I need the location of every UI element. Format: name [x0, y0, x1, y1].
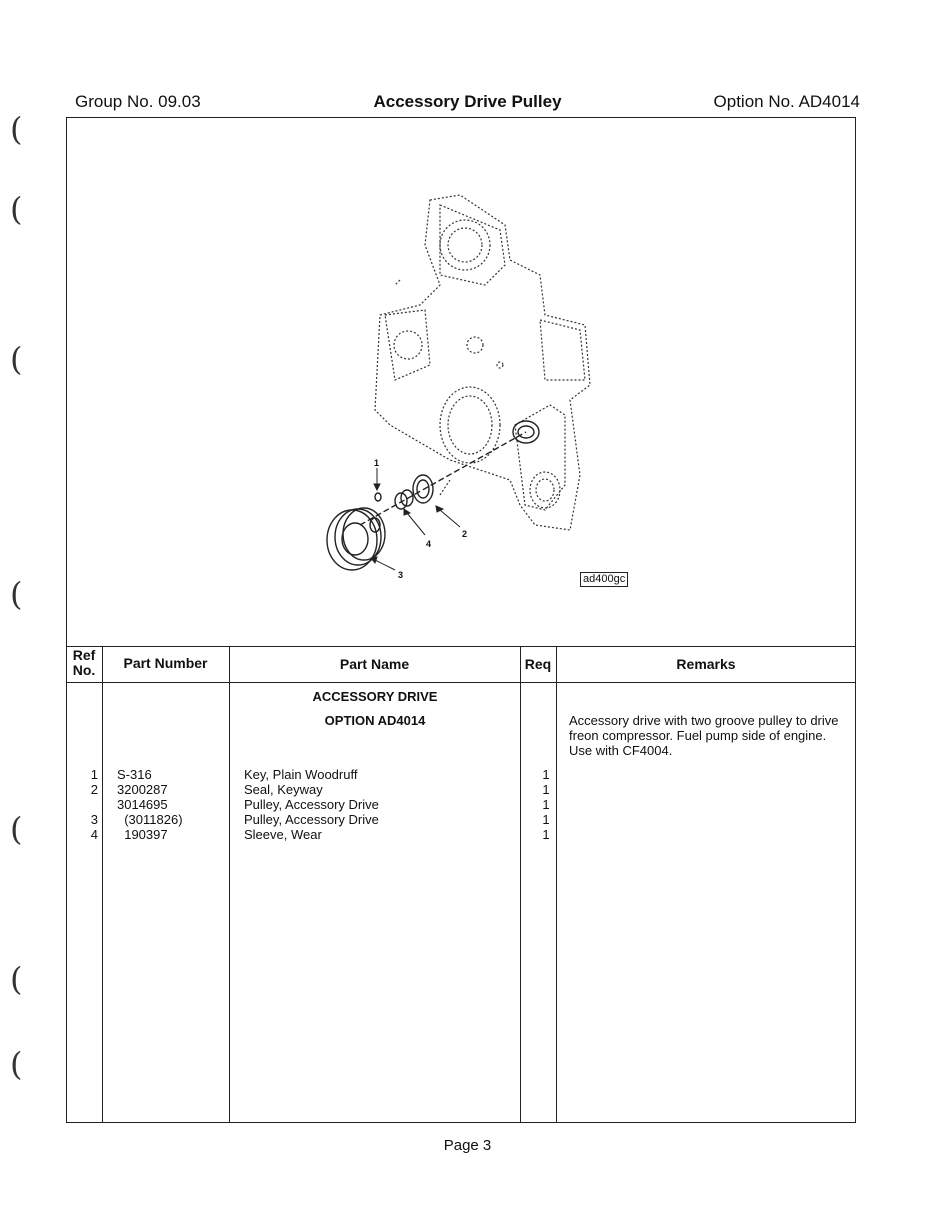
- callout-4: 4: [426, 539, 431, 549]
- column-divider: [229, 646, 230, 1123]
- punch-mark: (: [10, 960, 23, 998]
- ref-no: 4: [90, 827, 98, 842]
- punch-mark: (: [10, 110, 23, 148]
- punch-mark: (: [10, 340, 23, 378]
- part-number: 3014695: [117, 797, 168, 812]
- ref-no: 2: [90, 782, 98, 797]
- req-qty: 1: [542, 797, 550, 812]
- punch-mark: (: [10, 190, 23, 228]
- group-number: Group No. 09.03: [75, 92, 201, 111]
- page-frame: [66, 117, 856, 1123]
- punch-mark: (: [10, 575, 23, 613]
- req-qty: 1: [542, 827, 550, 842]
- column-divider: [102, 646, 103, 1123]
- part-number: (3011826): [117, 812, 183, 827]
- table-top-rule: [66, 646, 856, 647]
- column-header-part-name: Part Name: [339, 656, 410, 672]
- punch-mark: (: [10, 1045, 23, 1083]
- column-divider: [556, 646, 557, 1123]
- column-header-ref: Ref No.: [72, 647, 96, 678]
- table-header-rule: [66, 682, 856, 683]
- option-number: Option No. AD4014: [713, 92, 860, 111]
- part-number: 3200287: [117, 782, 168, 797]
- callout-3: 3: [398, 570, 403, 580]
- part-name: Sleeve, Wear: [244, 827, 322, 842]
- section-title: ACCESSORY DRIVE: [312, 689, 438, 704]
- part-name: Key, Plain Woodruff: [244, 767, 358, 782]
- req-qty: 1: [542, 782, 550, 797]
- column-header-remarks: Remarks: [676, 656, 736, 672]
- section-option: OPTION AD4014: [324, 713, 426, 728]
- part-name: Pulley, Accessory Drive: [244, 812, 379, 827]
- figure-code: ad400gc: [580, 572, 629, 587]
- callout-1: 1: [374, 458, 379, 468]
- punch-mark: (: [10, 810, 23, 848]
- page-number: Page 3: [443, 1137, 492, 1154]
- req-qty: 1: [542, 812, 550, 827]
- ref-no: 3: [90, 812, 98, 827]
- part-number: S-316: [117, 767, 152, 782]
- part-name: Seal, Keyway: [244, 782, 323, 797]
- callout-2: 2: [462, 529, 467, 539]
- part-number: 190397: [117, 827, 168, 842]
- column-header-req: Req: [524, 656, 552, 672]
- page-title: Accessory Drive Pulley: [373, 92, 562, 111]
- part-name: Pulley, Accessory Drive: [244, 797, 379, 812]
- ref-no: 1: [90, 767, 98, 782]
- column-header-part-number: Part Number: [123, 655, 208, 671]
- req-qty: 1: [542, 767, 550, 782]
- remarks-text: Accessory drive with two groove pulley t…: [569, 713, 839, 758]
- column-divider: [520, 646, 521, 1123]
- exploded-parts-diagram: 1 2 3 4: [326, 194, 591, 580]
